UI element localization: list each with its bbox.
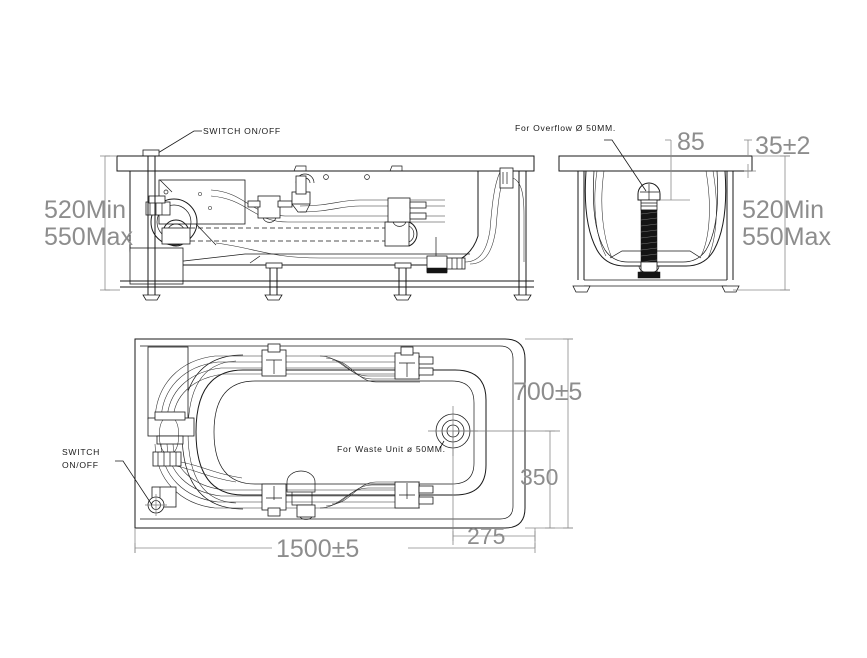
jet-hole-2 xyxy=(364,174,370,180)
plan-top-view: SWITCH ON/OFF For Waste Unit ø 50MM. 700… xyxy=(62,338,582,563)
dimension-520min-elevation: 520Min xyxy=(44,196,126,224)
dimension-85-label: 85 xyxy=(677,128,705,156)
dimension-1500-plan xyxy=(134,528,536,553)
switch-leader-plan xyxy=(115,460,153,506)
overflow-leader xyxy=(604,139,647,192)
leg-3-elevation xyxy=(393,262,412,301)
dimension-height-elevation xyxy=(100,155,120,291)
dimension-350-plan xyxy=(545,430,555,529)
jet-fitting-plan-bottom-2 xyxy=(394,481,434,509)
jet-fitting-plan-top-1 xyxy=(261,343,287,377)
dimension-height-side xyxy=(733,155,790,291)
dimension-700-label: 700±5 xyxy=(513,378,582,406)
jet-fitting-left-elevation xyxy=(247,195,293,223)
pump-motor-plan xyxy=(147,346,189,420)
switch-on-off-plan xyxy=(145,494,167,516)
overflow-label: For Overflow Ø 50MM. xyxy=(515,123,616,133)
dimension-550max-elevation: 550Max xyxy=(44,223,133,251)
front-elevation-view: SWITCH ON/OFF xyxy=(44,126,535,301)
side-elevation-view: For Overflow Ø 50MM. xyxy=(515,123,831,293)
waste-unit-label: For Waste Unit ø 50MM. xyxy=(337,444,446,454)
dimension-275-label: 275 xyxy=(467,523,505,549)
leg-2-elevation xyxy=(264,262,283,301)
jet-fitting-plan-top-2 xyxy=(394,346,434,380)
dimension-520min-side: 520Min xyxy=(742,196,824,224)
switch-label-plan-line2: ON/OFF xyxy=(62,460,99,470)
tub-outline-inner-plan xyxy=(140,345,514,520)
switch-label-plan-line1: SWITCH xyxy=(62,447,100,457)
tub-rim-elevation xyxy=(116,155,535,172)
jet-hole-1 xyxy=(323,174,329,180)
dimension-550max-side: 550Max xyxy=(742,223,831,251)
hose-bundle-elevation xyxy=(210,189,445,259)
overflow-pipe-side xyxy=(637,182,661,279)
hose-bundle-upper-plan xyxy=(154,355,420,421)
jet-fitting-right-elevation xyxy=(387,197,427,227)
jet-fitting-plan-bottom-1 xyxy=(261,483,287,517)
dimension-350-label: 350 xyxy=(520,464,558,490)
switch-leader-elevation xyxy=(152,130,202,157)
tub-outline-plan xyxy=(134,338,526,529)
dimension-35-side xyxy=(744,139,756,178)
leg-4-elevation xyxy=(513,287,532,301)
switch-on-off-label-elevation: SWITCH ON/OFF xyxy=(203,126,281,136)
dimension-85-side xyxy=(660,139,690,201)
waste-leader xyxy=(439,440,445,449)
pump-motor-assembly-elevation xyxy=(129,156,246,288)
switch-button-elevation xyxy=(142,149,160,157)
tub-basin-inner-plan xyxy=(213,380,475,485)
jet-fitting-center-elevation xyxy=(291,175,311,213)
frame-legs-side xyxy=(572,170,740,293)
waste-unit-elevation xyxy=(426,167,527,288)
air-control-plan xyxy=(286,470,316,520)
tub-basin-plan xyxy=(195,369,487,496)
dimension-1500-label: 1500±5 xyxy=(276,535,359,563)
dimension-35-label: 35±2 xyxy=(755,132,810,160)
leg-1-elevation xyxy=(142,287,161,301)
